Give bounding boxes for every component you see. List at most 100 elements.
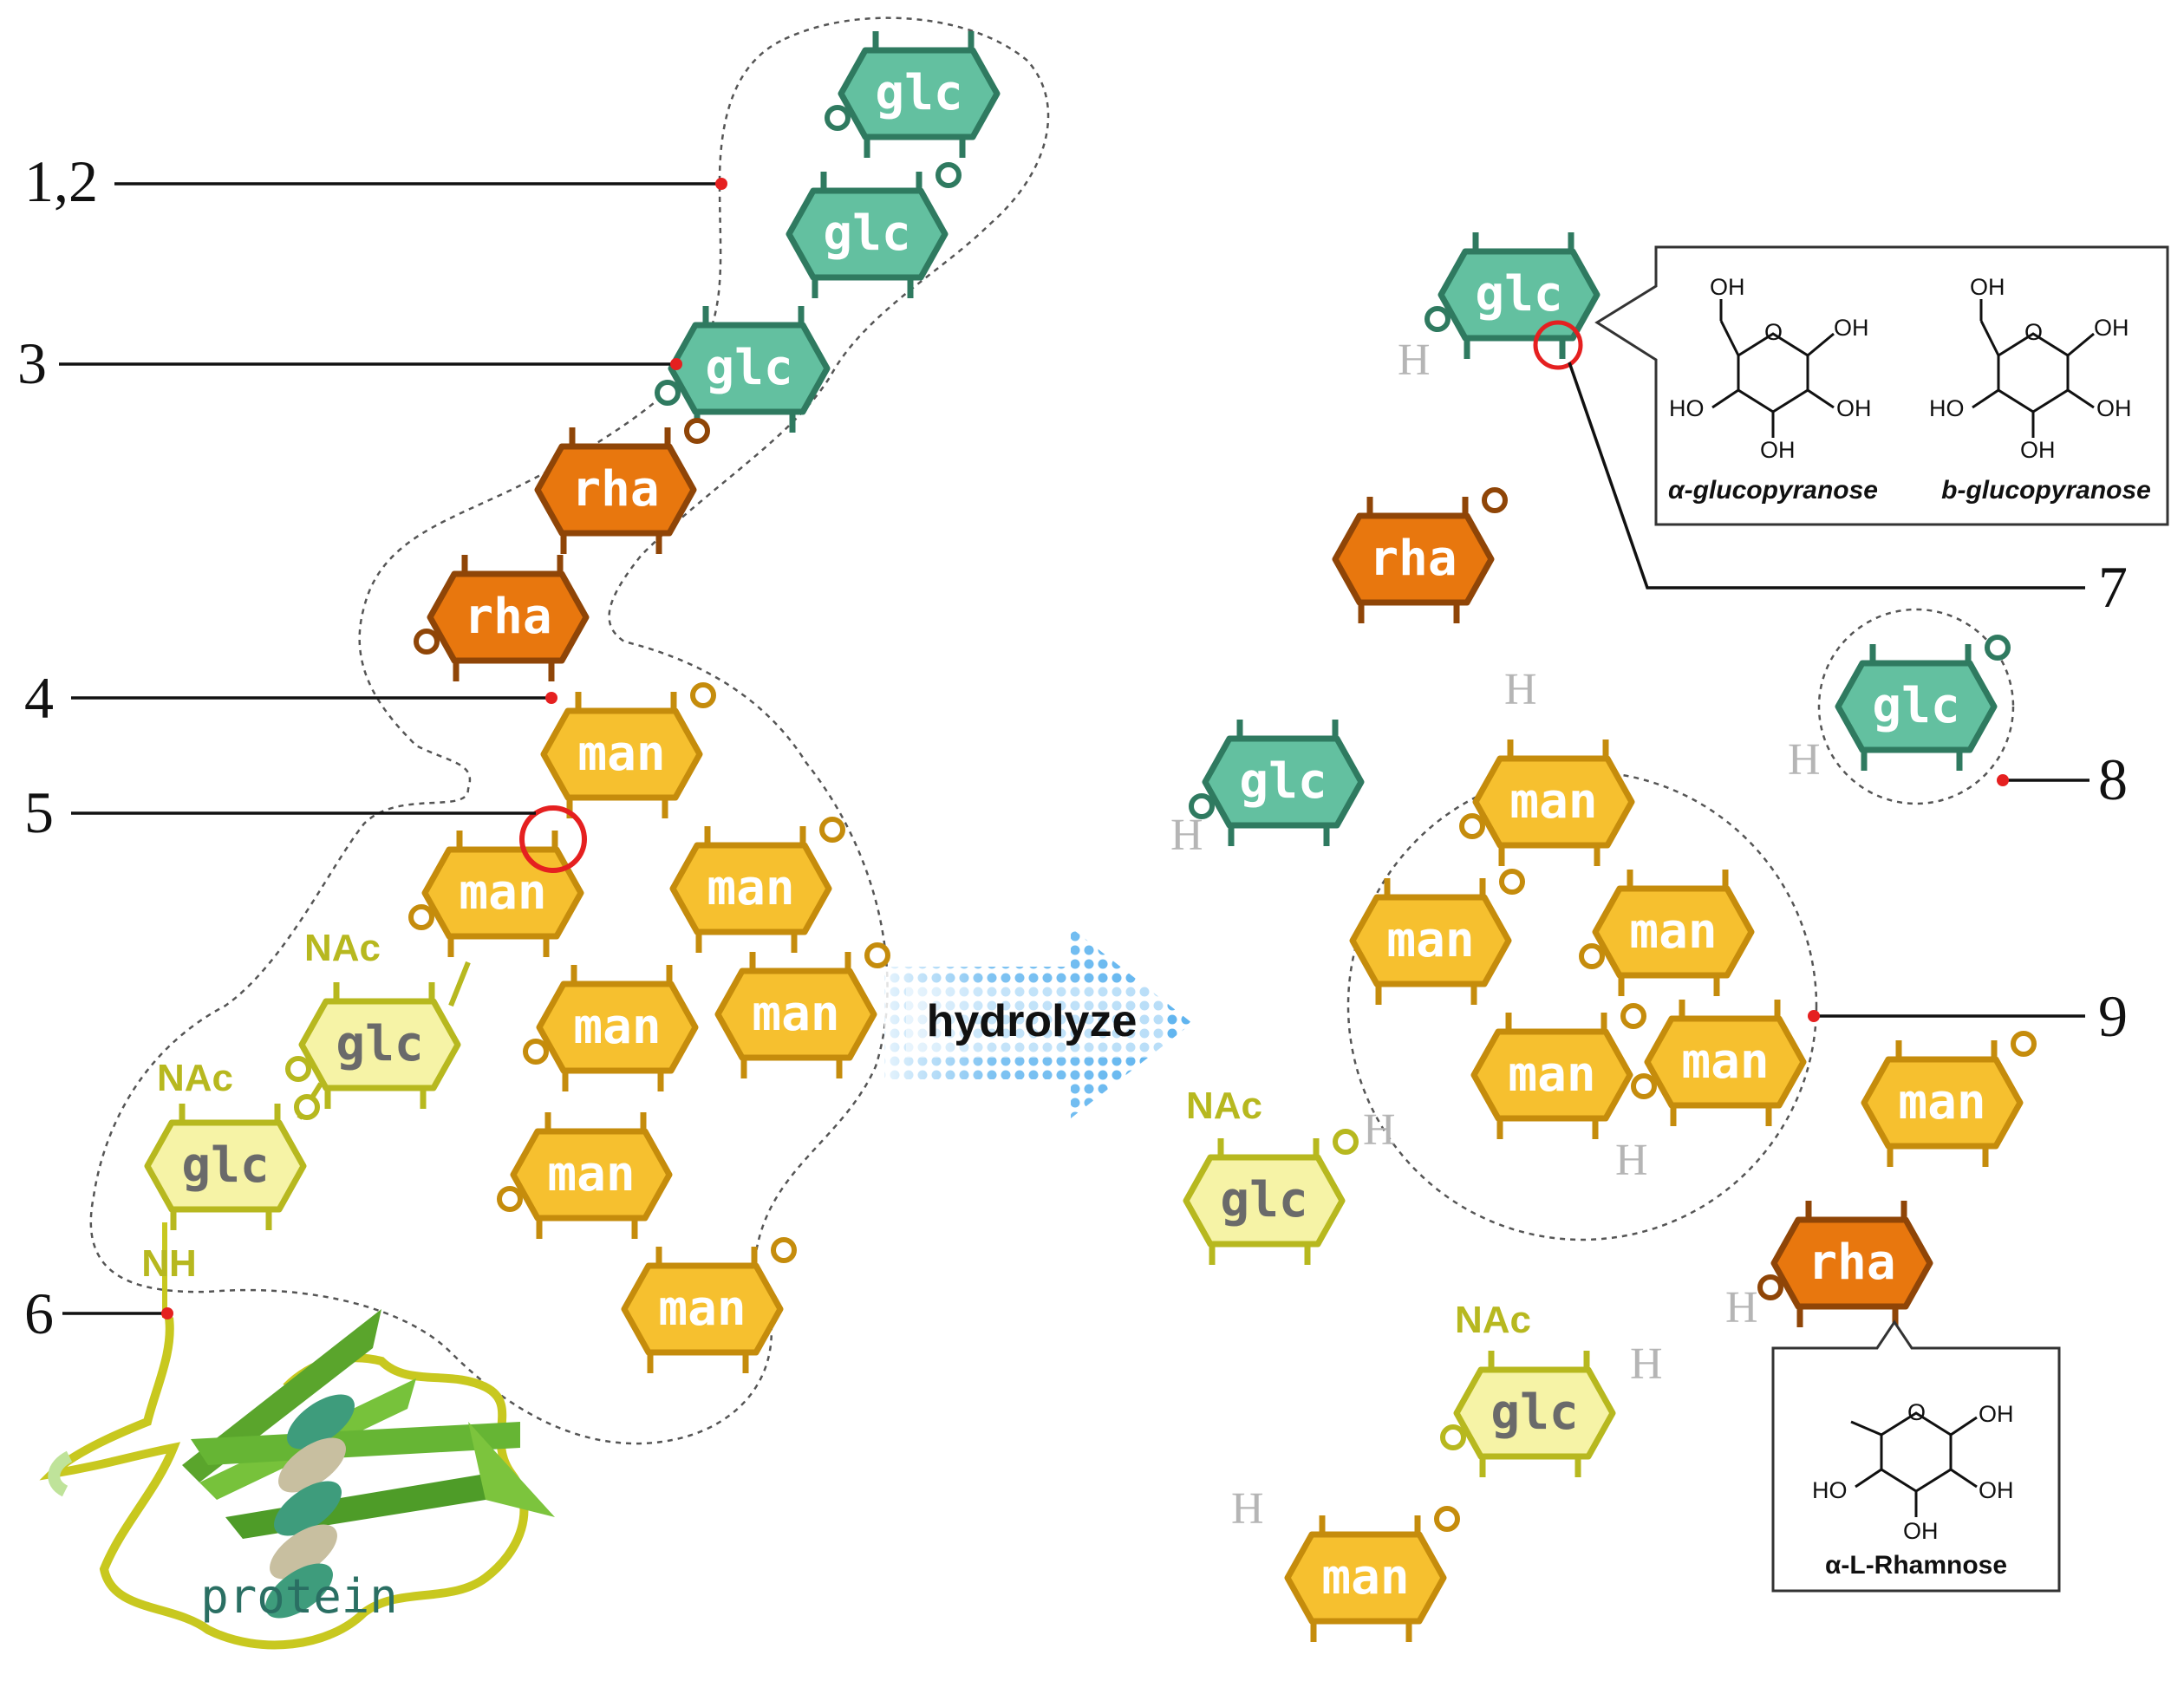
hydroxyl-oxygen [1482, 487, 1508, 513]
sugar-residue-glc: glc [144, 1094, 320, 1230]
atom-label: HO [1669, 395, 1705, 421]
rhamnose-structure [1850, 1411, 1978, 1517]
h-label: H [1630, 1339, 1663, 1389]
nac-label: NAc [1455, 1299, 1531, 1341]
callout-number: 9 [2098, 983, 2128, 1049]
hydroxyl-oxygen [825, 105, 851, 131]
sugar-residue-glc: glc [1440, 1351, 1616, 1477]
hydroxyl-oxygen [523, 1039, 549, 1065]
sugar-residue-glc: glc [786, 162, 962, 298]
sugar-label: glc [181, 1137, 269, 1194]
sugar-residue-rha: rha [1757, 1201, 1933, 1327]
sugar-label: man [1629, 903, 1717, 960]
h-label: H [1363, 1105, 1396, 1155]
h-label: H [1398, 336, 1431, 385]
sugar-label: man [573, 999, 661, 1055]
h-label: H [1231, 1484, 1264, 1534]
atom-label: OH [2094, 315, 2129, 341]
sugar-residue-man: man [540, 682, 716, 818]
h-label: H [1170, 811, 1203, 860]
callout-number: 6 [24, 1280, 54, 1346]
atom-label: OH [1836, 395, 1872, 421]
hydroxyl-oxygen [285, 1056, 311, 1082]
sugar-label: glc [1490, 1385, 1578, 1441]
sugar-residue-rha: rha [1332, 487, 1508, 623]
sugar-residue-man: man [1284, 1506, 1460, 1642]
hydroxyl-oxygen [294, 1094, 320, 1120]
nh-label: NH [141, 1242, 197, 1285]
sugar-label: man [1321, 1549, 1409, 1606]
hydroxyl-oxygen [1424, 306, 1451, 332]
hydroxyl-oxygen [1440, 1424, 1466, 1450]
atom-label: OH [2096, 395, 2132, 421]
anomeric-highlight-ring [1533, 320, 1583, 370]
sugar-label: man [658, 1280, 746, 1337]
sugar-residue-man: man [408, 831, 584, 957]
hydroxyl-oxygen [864, 942, 890, 968]
sugar-residue-man: man [1470, 1003, 1646, 1139]
sugar-residue-man: man [497, 1112, 673, 1239]
hydroxyl-oxygen [414, 629, 440, 655]
sugar-residue-man: man [1579, 870, 1755, 996]
callout-number: 1,2 [24, 148, 98, 214]
atom-label: OH [1710, 274, 1745, 300]
sugar-label: man [752, 986, 839, 1042]
sugar-label: glc [823, 205, 910, 262]
hydrolyze-arrow: hydrolyze [884, 928, 1192, 1118]
nac-label: NAc [157, 1057, 233, 1099]
protein-ribbon [39, 1309, 555, 1650]
atom-label: O [1764, 319, 1783, 345]
sugar-residue-man: man [621, 1237, 797, 1373]
hydroxyl-oxygen [1459, 813, 1485, 839]
alpha-glucopyranose-caption: α-glucopyranose [1668, 476, 1878, 505]
sugar-residue-glc: glc [285, 982, 461, 1109]
hydroxyl-oxygen [1434, 1506, 1460, 1532]
hydroxyl-oxygen [1985, 635, 2011, 661]
sugar-residue-glc: glc [1189, 720, 1365, 846]
rhamnose-structure-box: O OH OH OH HO α-L-Rhamnose [1771, 1319, 2061, 1593]
sugar-label: man [459, 864, 546, 921]
sugar-residue-glc: glc [1424, 232, 1601, 359]
rhamnose-caption: α-L-Rhamnose [1825, 1551, 2007, 1580]
hydroxyl-oxygen [1631, 1073, 1657, 1099]
sugar-label: rha [464, 589, 551, 645]
linkage-highlight-ring [519, 805, 587, 873]
sugar-residue-man: man [1349, 869, 1525, 1005]
sugar-label: glc [1220, 1172, 1307, 1228]
sugar-residue-man: man [1459, 739, 1635, 866]
h-label: H [1725, 1283, 1758, 1332]
hydroxyl-oxygen [1620, 1003, 1646, 1029]
beta-glucopyranose-structure [1972, 299, 2095, 438]
oligomannose-circle [1346, 770, 1818, 1241]
nac-label: NAc [1186, 1085, 1262, 1127]
free-glc-circle [1817, 608, 2015, 805]
sugar-label: glc [875, 65, 962, 121]
callout-number: 7 [2098, 554, 2128, 620]
hydroxyl-oxygen [497, 1186, 523, 1212]
callout-dots [161, 178, 2009, 1319]
hydroxyl-oxygen [2011, 1031, 2037, 1057]
sugar-label: man [1508, 1046, 1595, 1103]
hydroxyl-oxygen [819, 817, 845, 843]
sugar-residue-glc: glc [655, 306, 831, 433]
atom-label: OH [1979, 1477, 2014, 1503]
callout-number: 5 [24, 779, 54, 845]
hydroxyl-oxygen [1333, 1129, 1359, 1155]
hydroxyl-oxygen [936, 162, 962, 188]
hydroxyl-oxygen [690, 682, 716, 708]
sugar-label: rha [1369, 531, 1457, 587]
hydroxyl-oxygen [1189, 793, 1215, 819]
h-label: H [1788, 735, 1821, 785]
h-label: H [1504, 665, 1537, 714]
sugar-residue-man: man [523, 965, 699, 1091]
sugar-residue-glc: glc [1835, 635, 2011, 771]
sugar-label: glc [1475, 266, 1562, 323]
sugar-residue-man: man [1861, 1031, 2037, 1167]
sugar-label: glc [336, 1016, 423, 1072]
sugar-residue-man: man [1631, 1000, 1807, 1126]
sugar-residue-glc: glc [1183, 1129, 1359, 1265]
atom-label: OH [1979, 1401, 2014, 1427]
sugar-residue-rha: rha [534, 418, 710, 554]
sugar-label: glc [1872, 678, 1959, 734]
protein-label: protein [200, 1569, 398, 1624]
